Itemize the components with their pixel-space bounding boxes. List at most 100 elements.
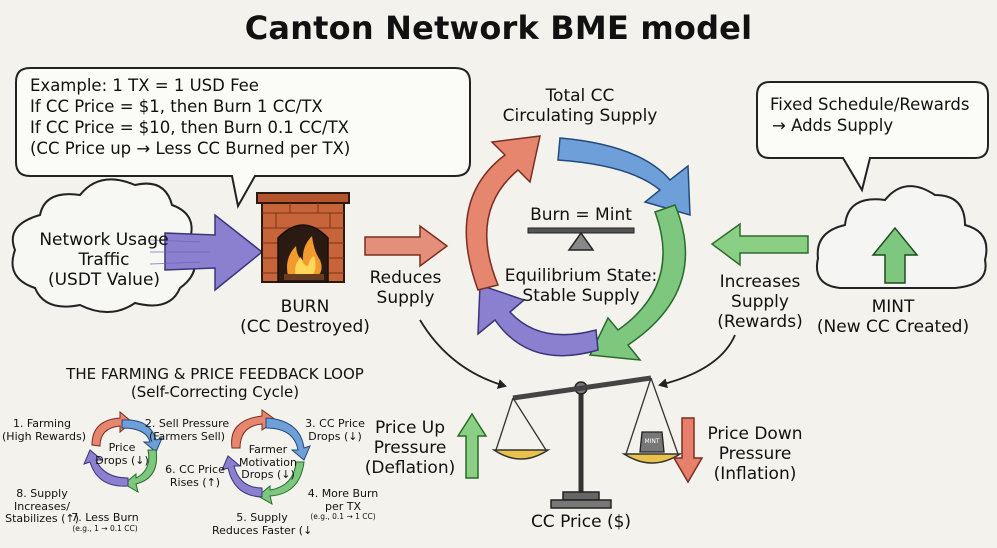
increases-supply-to-price-arrow — [658, 334, 736, 389]
increases-line-3: (Rewards) — [717, 312, 803, 333]
loop-step-8-title: 8. Supply — [16, 487, 68, 500]
balance-fulcrum — [567, 231, 595, 251]
cycle-arrow-green — [588, 204, 687, 361]
reduces-supply-to-price-arrow — [419, 319, 507, 389]
loop-step-2: 2. Sell Pressure (Farmers Sell) — [142, 417, 232, 443]
fireplace-icon — [256, 192, 350, 283]
network-cloud-text: Network Usage Traffic (USDT Value) — [30, 230, 178, 290]
loop-left-center: Price Drops (↓) — [92, 441, 152, 467]
burn-subtitle: (CC Destroyed) — [240, 317, 370, 338]
increases-supply-label: Increases Supply (Rewards) — [705, 272, 815, 332]
network-line-3: (USDT Value) — [47, 270, 161, 291]
burn-title: BURN — [280, 297, 330, 317]
loop-step-7: 7. Less Burn (e.g., 1 → 0.1 CC) — [60, 511, 150, 533]
burn-to-cycle-arrow — [364, 224, 449, 268]
loop-step-3-detail: Drops (↓) — [308, 429, 362, 443]
mint-subtitle: (New CC Created) — [816, 317, 970, 338]
loop-step-8-detail-1: Increases/ — [14, 499, 70, 513]
loop-step-4-example: (e.g., 0.1 → 1 CC) — [310, 512, 376, 522]
cc-price-label: CC Price ($) — [530, 512, 632, 532]
network-line-1: Network Usage — [39, 230, 169, 250]
loop-step-8-detail-2: Stabilizes (↑) — [5, 512, 79, 526]
loop-step-4: 4. More Burn per TX (e.g., 0.1 → 1 CC) — [302, 487, 384, 522]
loop-step-4-detail: per TX — [324, 499, 362, 513]
feedback-heading: THE FARMING & PRICE FEEDBACK LOOP (Self-… — [10, 365, 420, 401]
reduces-line-2: Supply — [376, 288, 435, 309]
loop-step-1-title: 1. Farming — [12, 417, 72, 430]
cycle-arrow-blue — [557, 137, 691, 217]
feedback-heading-line: THE FARMING & PRICE FEEDBACK LOOP — [66, 365, 364, 383]
burn-label: BURN (CC Destroyed) — [235, 297, 375, 337]
price-up-line-2: Pressure — [373, 438, 447, 459]
feedback-subheading-line: (Self-Correcting Cycle) — [130, 382, 300, 401]
mint-title: MINT — [871, 297, 915, 317]
loop-step-5: 5. Supply Reduces Faster (↓ — [212, 511, 313, 537]
loop-left-center-line-2: Drops (↓) — [95, 453, 149, 467]
increases-line-1: Increases — [719, 272, 801, 292]
mint-label: MINT (New CC Created) — [808, 297, 978, 337]
loop-right-center-line-1: Farmer — [248, 443, 288, 456]
loop-right-center-line-3: Drops (↓) — [241, 468, 295, 482]
schedule-bubble-text: Fixed Schedule/Rewards → Adds Supply — [770, 94, 969, 136]
increases-line-2: Supply — [731, 292, 789, 313]
loop-step-4-title: 4. More Burn — [307, 487, 379, 500]
example-line-3: If CC Price = $10, then Burn 0.1 CC/TX — [30, 118, 349, 138]
loop-right-center-line-2: Motivation — [239, 455, 297, 469]
loop-step-2-detail: (Farmers Sell) — [148, 429, 226, 443]
equilibrium-line-2: Stable Supply — [522, 286, 640, 307]
mint-up-arrow-icon — [871, 226, 919, 284]
schedule-bubble — [756, 81, 989, 193]
scale-weight-label: MINT — [644, 438, 660, 445]
loop-left-center-line-1: Price — [108, 441, 136, 454]
loop-step-3: 3. CC Price Drops (↓) — [295, 417, 375, 443]
loop-step-5-title: 5. Supply — [236, 511, 288, 524]
price-up-line-1: Price Up — [374, 418, 446, 438]
example-bubble-text: Example: 1 TX = 1 USD Fee If CC Price = … — [30, 75, 350, 159]
loop-step-7-title: 7. Less Burn — [71, 511, 139, 524]
loop-step-6: 6. CC Price Rises (↑) — [160, 463, 230, 489]
mint-to-cycle-arrow — [710, 222, 809, 267]
loop-step-6-title: 6. CC Price — [165, 463, 225, 476]
traffic-arrow — [164, 213, 264, 292]
price-down-label: Price Down Pressure (Inflation) — [700, 424, 810, 484]
network-line-2: Traffic — [78, 250, 130, 271]
loop-step-2-title: 2. Sell Pressure — [144, 417, 230, 430]
schedule-line-1: Fixed Schedule/Rewards — [770, 95, 970, 114]
loop-step-6-detail: Rises (↑) — [169, 475, 221, 489]
example-line-4: (CC Price up → Less CC Burned per TX) — [30, 139, 351, 159]
total-supply-line-2: Circulating Supply — [502, 106, 658, 127]
schedule-line-2: → Adds Supply — [772, 116, 894, 136]
example-bubble — [15, 67, 471, 209]
loop-right-center: Farmer Motivation Drops (↓) — [236, 443, 300, 482]
reduces-line-1: Reduces — [369, 268, 442, 288]
loop-step-5-detail: Reduces Faster (↓ — [212, 523, 313, 537]
price-down-line-3: (Inflation) — [713, 464, 797, 485]
price-up-label: Price Up Pressure (Deflation) — [360, 418, 460, 478]
price-up-line-3: (Deflation) — [364, 458, 456, 479]
network-cloud-shape — [11, 178, 196, 313]
price-down-line-2: Pressure — [718, 444, 792, 465]
total-supply-label: Total CC Circulating Supply — [480, 86, 680, 126]
price-down-arrow-icon — [672, 417, 704, 484]
burn-equals-mint-label: Burn = Mint — [530, 205, 632, 225]
price-up-arrow-icon — [456, 412, 488, 479]
price-down-line-1: Price Down — [707, 424, 803, 444]
loop-step-1: 1. Farming (High Rewards) — [2, 417, 87, 443]
example-line-2: If CC Price = $1, then Burn 1 CC/TX — [30, 97, 323, 117]
total-supply-line-1: Total CC — [545, 86, 615, 106]
loop-step-8: 8. Supply Increases/ Stabilizes (↑) — [2, 487, 82, 526]
equilibrium-line-1: Equilibrium State: — [504, 266, 658, 286]
loop-step-3-title: 3. CC Price — [305, 417, 365, 430]
example-line-1: Example: 1 TX = 1 USD Fee — [30, 76, 259, 95]
loop-step-1-detail: (High Rewards) — [2, 429, 87, 443]
loop-step-7-detail: (e.g., 1 → 0.1 CC) — [72, 523, 138, 533]
reduces-supply-label: Reduces Supply — [358, 268, 453, 308]
feedback-right-loop — [221, 409, 311, 506]
price-scale-icon — [491, 375, 683, 509]
cycle-arrow-purple — [477, 283, 599, 357]
page-title: Canton Network BME model — [244, 9, 753, 47]
cycle-arrow-red — [465, 135, 541, 291]
equilibrium-label: Equilibrium State: Stable Supply — [490, 266, 672, 306]
